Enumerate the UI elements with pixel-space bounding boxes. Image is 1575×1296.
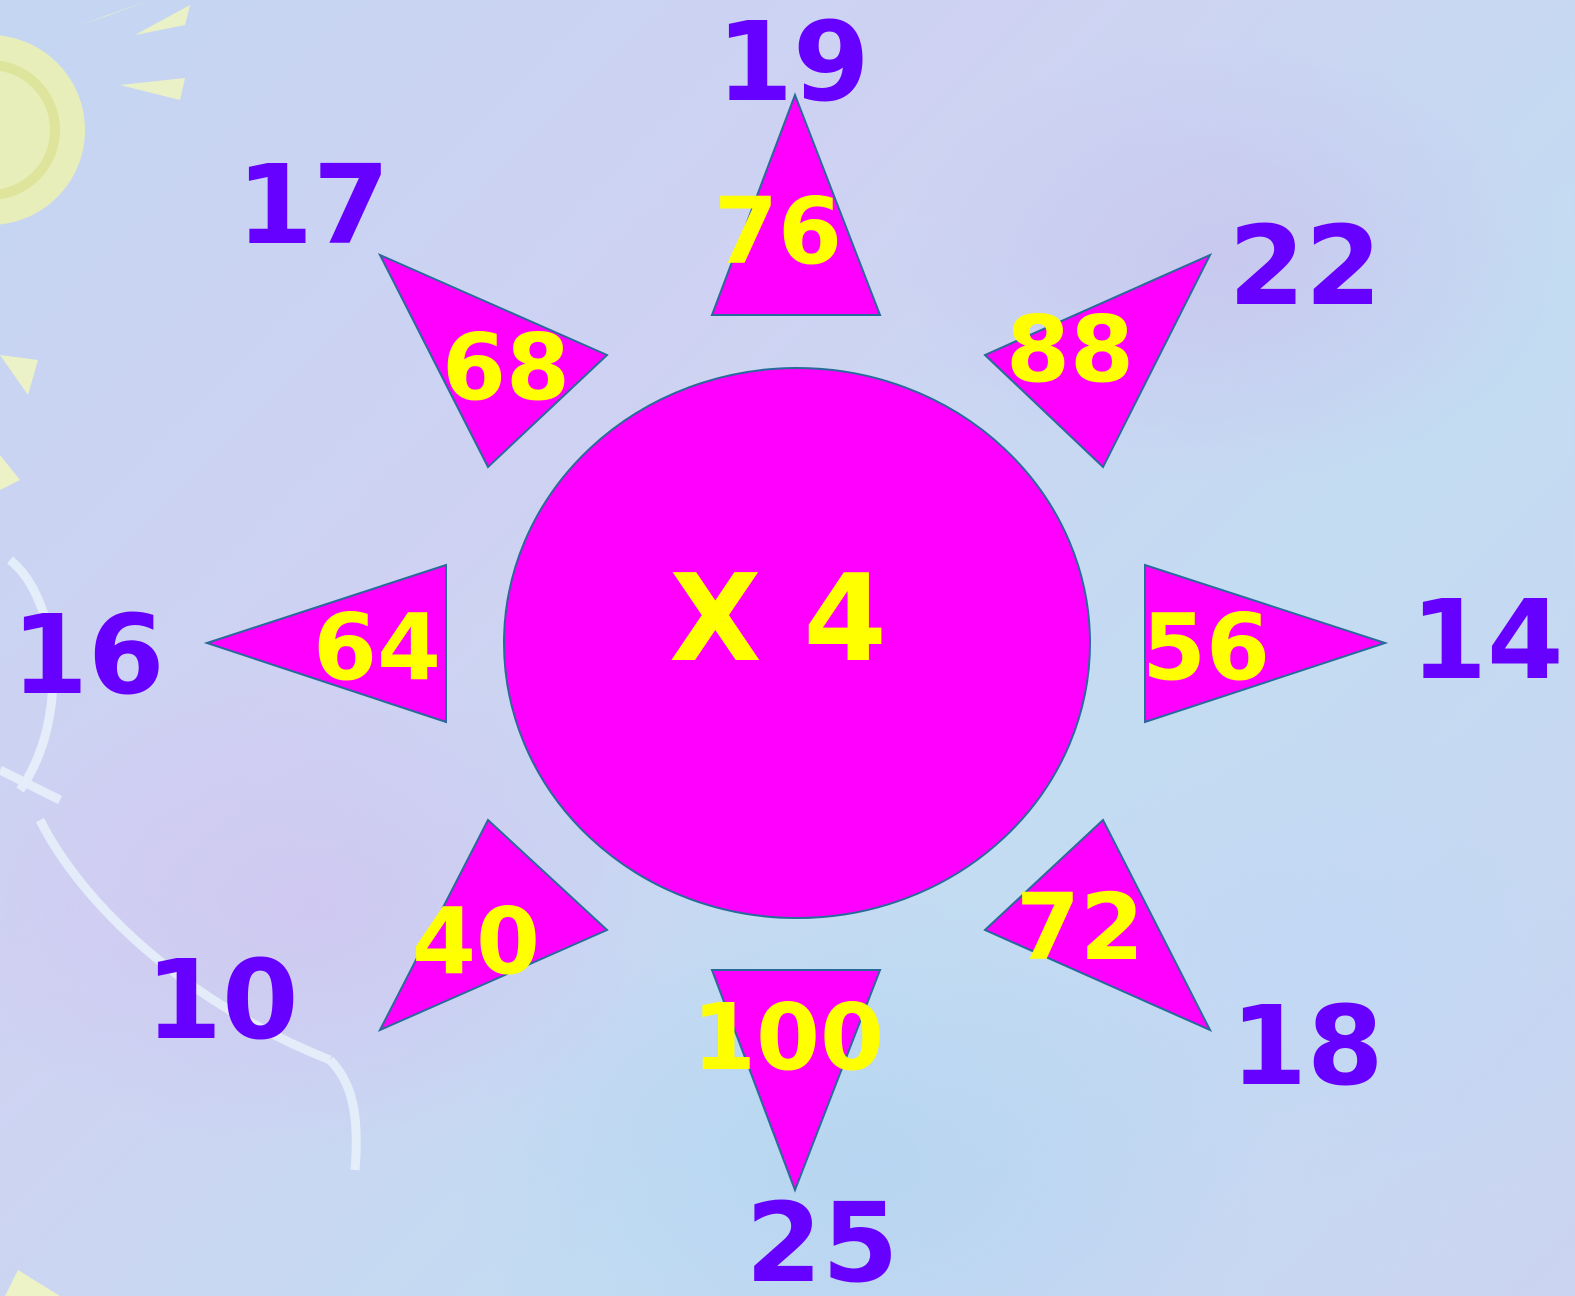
ray-down-left-question-number: 10 bbox=[145, 945, 298, 1055]
ray-down-question-number: 25 bbox=[745, 1188, 898, 1296]
ray-down-right-question-number: 18 bbox=[1230, 991, 1383, 1101]
ray-up-right-question-number: 22 bbox=[1228, 211, 1381, 321]
center-multiplier-label: X 4 bbox=[669, 560, 887, 680]
ray-up-question-number: 19 bbox=[716, 7, 869, 117]
ray-right-answer-number: 56 bbox=[1142, 602, 1270, 694]
ray-down-left-answer-number: 40 bbox=[412, 896, 540, 988]
ray-up-left-question-number: 17 bbox=[236, 150, 389, 260]
ray-up-right-answer-number: 88 bbox=[1006, 304, 1134, 396]
ray-left-answer-number: 64 bbox=[313, 602, 441, 694]
ray-down-right-answer-number: 72 bbox=[1016, 882, 1144, 974]
ray-right-question-number: 14 bbox=[1410, 585, 1563, 695]
ray-left-question-number: 16 bbox=[11, 600, 164, 710]
ray-up-answer-number: 76 bbox=[714, 186, 842, 278]
ray-up-left-answer-number: 68 bbox=[442, 322, 570, 414]
ray-down-answer-number: 100 bbox=[692, 992, 884, 1084]
